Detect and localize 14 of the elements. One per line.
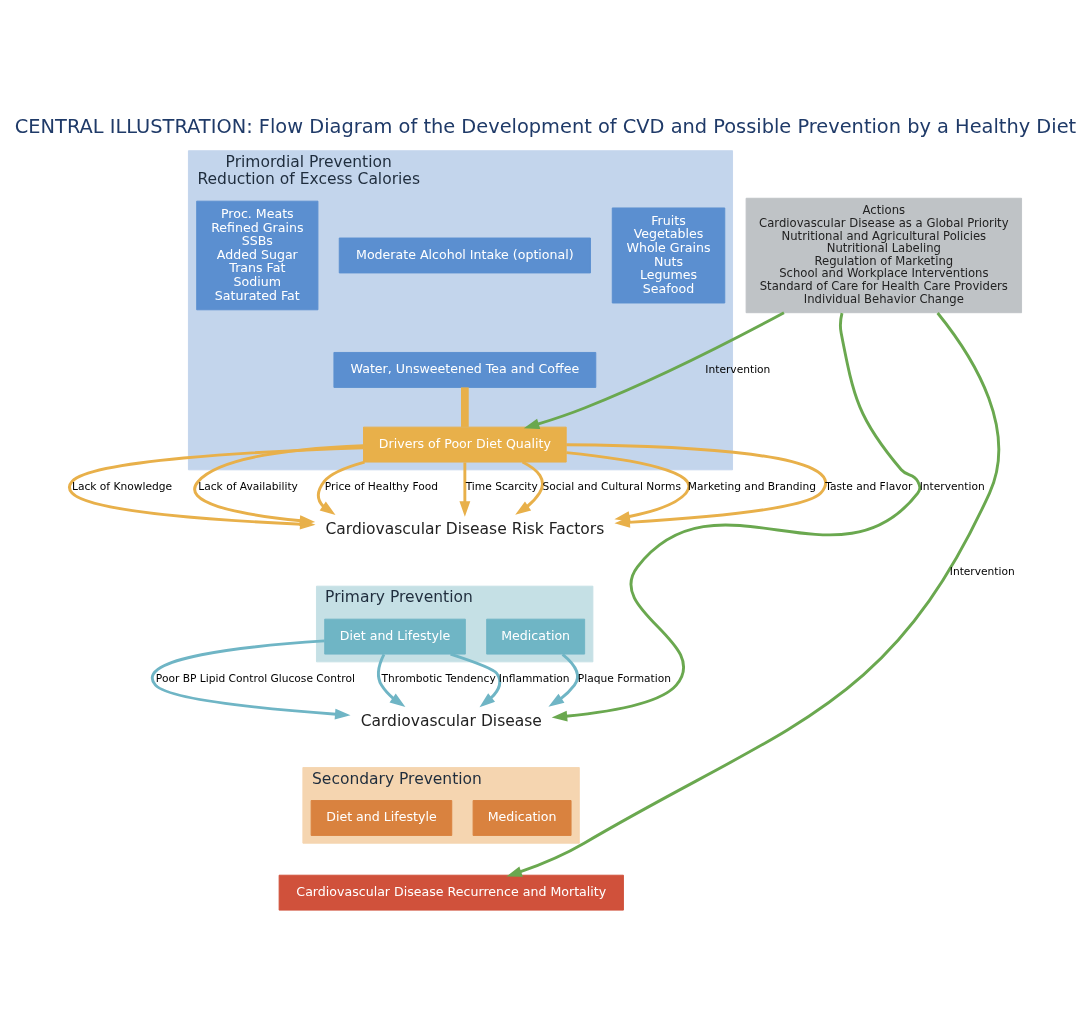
edge-label: Social and Cultural Norms: [542, 479, 681, 493]
edge-label: Intervention: [919, 479, 985, 493]
edge-label: Price of Healthy Food: [324, 479, 439, 493]
edge-label: Intervention: [705, 362, 771, 376]
edge-label: Lack of Availability: [198, 479, 298, 493]
node-text: Cardiovascular Disease Risk Factors: [325, 519, 605, 538]
edge-label: Lack of Knowledge: [71, 479, 173, 493]
edge-label: Thrombotic Tendency: [381, 672, 496, 686]
node-text: Cardiovascular Disease: [360, 711, 542, 730]
edge-label: Poor BP Lipid Control Glucose Control: [155, 672, 355, 686]
edge-label: Intervention: [949, 565, 1015, 579]
edge-label: Taste and Flavor: [825, 479, 913, 493]
edge-label: Plaque Formation: [577, 672, 671, 686]
diagram-title: CENTRAL ILLUSTRATION: Flow Diagram of the Development of CVD and Possible Prevention by a Healthy Diet: [14, 115, 1077, 139]
